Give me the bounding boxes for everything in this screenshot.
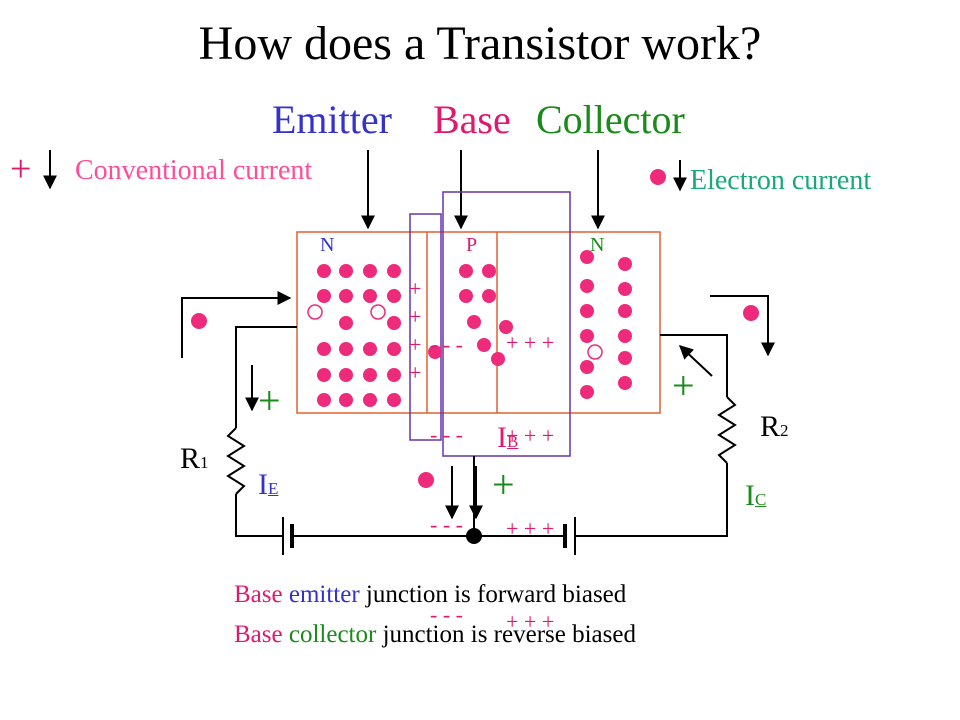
- base-header: Base: [433, 97, 511, 142]
- base-region-label: P: [466, 234, 478, 256]
- page-title: How does a Transistor work?: [198, 17, 762, 70]
- collector-region-label: N: [590, 234, 605, 256]
- legend-arrows: [43, 150, 687, 192]
- emitter-side-positive-charges: + + + +: [409, 276, 422, 385]
- transistor-body: [296, 231, 661, 414]
- forward-bias-statement: Base emitter junction is forward biased: [234, 581, 627, 608]
- emitter-electron-flow-arrow: [181, 291, 292, 358]
- terminal-arrows: [361, 150, 605, 230]
- base-current-label: IB: [497, 421, 519, 454]
- base-electrons: [428, 264, 513, 366]
- collector-conventional-arrow: [678, 345, 713, 377]
- emitter-header: Emitter: [272, 97, 392, 142]
- collector-side-positive-charges: + + + + + + + + + + + +: [506, 330, 555, 634]
- emitter-plus-sign: +: [258, 378, 281, 423]
- external-circuit: [226, 326, 737, 555]
- current-arrows: [181, 291, 775, 520]
- collector-plus-sign: +: [672, 363, 695, 408]
- conventional-current-label: Conventional current: [75, 155, 313, 186]
- collector-hole: [587, 344, 603, 360]
- base-collector-loop: [442, 191, 571, 457]
- electron-legend-dot: [650, 169, 666, 185]
- emitter-electrons: [317, 264, 401, 407]
- emitter-region-label: N: [320, 234, 335, 256]
- collector-header: Collector: [536, 97, 685, 142]
- collector-current-label: IC: [745, 479, 767, 512]
- resistor-r1-label: R1: [180, 442, 209, 475]
- collector-electron-flow-arrow: [710, 295, 775, 357]
- emitter-base-loop: [409, 213, 442, 441]
- electron-current-label: Electron current: [690, 165, 872, 196]
- reverse-bias-statement: Base collector junction is reverse biase…: [234, 621, 636, 648]
- emitter-holes: [307, 304, 386, 320]
- circuit-electron-dots: [191, 305, 759, 488]
- base-ground-node: [466, 528, 482, 544]
- base-plus-sign: +: [492, 462, 515, 507]
- emitter-current-label: IE: [258, 468, 279, 501]
- base-side-negative-charges: - - - - - - - - - - - -: [430, 332, 463, 627]
- collector-electrons: [580, 250, 632, 399]
- resistor-r2-label: R2: [760, 410, 789, 443]
- conventional-current-plus: +: [10, 148, 32, 190]
